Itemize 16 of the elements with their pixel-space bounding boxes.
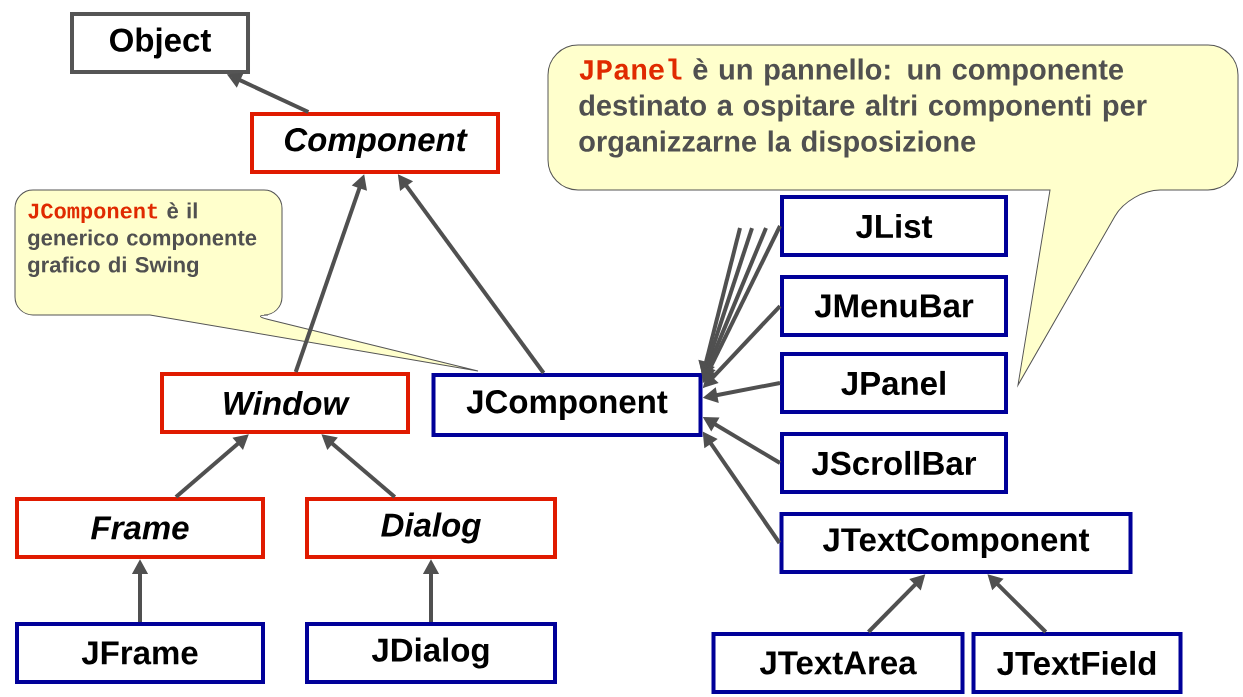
class-box: JDialog xyxy=(305,622,557,684)
class-box: JFrame xyxy=(15,622,265,684)
callout: JComponent è il generico componente grafico di Swing xyxy=(14,189,479,372)
class-box: Window xyxy=(160,372,410,434)
class-box: Object xyxy=(70,12,250,74)
class-box: JTextComponent xyxy=(779,512,1133,574)
class-box: JScrollBar xyxy=(780,432,1008,494)
class-box: JMenuBar xyxy=(780,275,1008,337)
class-box: Dialog xyxy=(305,497,557,559)
class-box: JList xyxy=(780,195,1008,257)
class-box: JPanel xyxy=(780,352,1008,414)
class-box: JTextField xyxy=(971,632,1183,694)
class-box: Component xyxy=(250,112,500,174)
class-box: Frame xyxy=(15,497,265,559)
class-box: JTextArea xyxy=(711,632,965,694)
class-box: JComponent xyxy=(431,373,703,437)
